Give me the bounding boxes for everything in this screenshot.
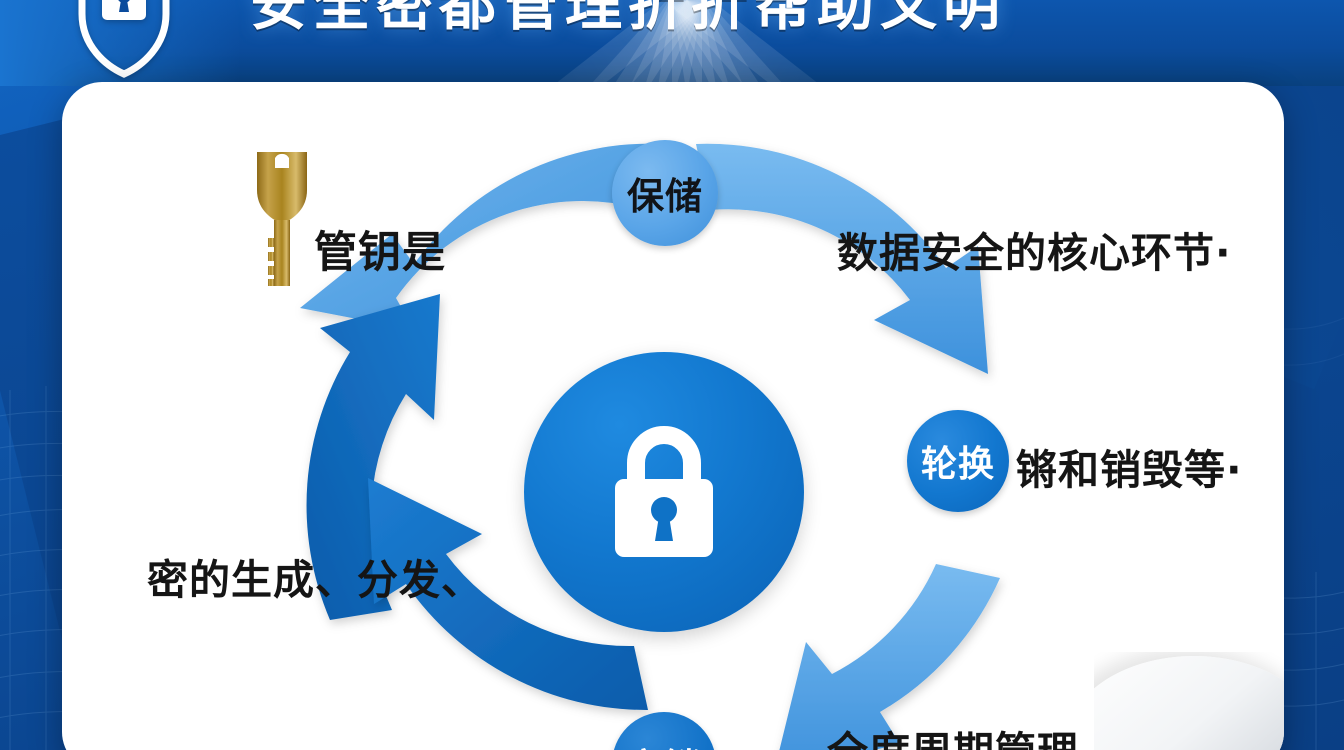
header-sunburst-rays [0,0,1344,86]
page-title: 安全密都管理折折帮助又明 [250,0,1006,38]
arrow-bottom-right [779,564,1000,750]
label-generate-line: 密的生成、分发、 [147,556,483,604]
arrow-left [306,294,440,620]
shield-lock-icon [58,0,190,86]
label-core-line: 数据安全的核心环节· [837,229,1232,277]
node-rotate[interactable]: 轮换 [907,410,1009,512]
cycle-diagram [62,82,1284,750]
padlock-icon [615,426,713,557]
label-lifecycle-line: 全席周期管理 [827,718,1079,750]
node-store[interactable]: 保储 [612,140,718,246]
arrow-top-right [696,143,988,374]
header-band [0,0,1344,86]
label-key-line: 管钥是 [314,228,446,278]
center-padlock-badge [524,352,804,632]
key-icon [249,146,315,286]
arrow-top-left [300,143,665,330]
label-rotate-line: 锵和销毁等· [1016,446,1243,494]
arrow-bottom-left [368,478,648,711]
